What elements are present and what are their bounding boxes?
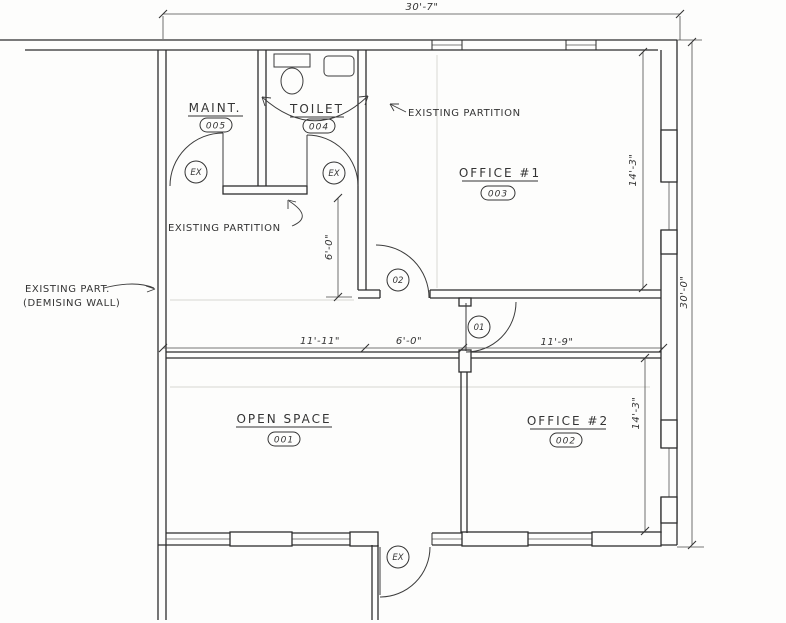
door-01-swing <box>465 301 517 353</box>
dim-office1-depth: 14'-3" <box>628 153 639 186</box>
dim-overall-depth: 30'-0" <box>679 275 690 308</box>
room-label-open-space: OPEN SPACE 001 <box>236 412 332 447</box>
room-label-office1: OFFICE #1 003 <box>459 166 541 201</box>
annotation-partition-top: EXISTING PARTITION <box>408 108 521 119</box>
door-tag-ex-toilet: EX <box>328 169 339 179</box>
annotation-demising-line2: (DEMISING WALL) <box>23 298 120 309</box>
door-tag-02: 02 <box>393 276 404 286</box>
room-tag-002: 002 <box>556 437 576 447</box>
svg-text:MAINT.: MAINT. <box>189 101 242 115</box>
dim-open-space-width: 11'-11" <box>300 336 340 347</box>
demising-leader <box>103 283 155 289</box>
construction-lines <box>170 55 650 388</box>
door-tag-ex-exterior: EX <box>392 553 403 563</box>
svg-text:OFFICE #1: OFFICE #1 <box>459 166 541 180</box>
interior-partitions <box>166 50 661 533</box>
dim-overall-width: 30'-7" <box>405 2 438 13</box>
dimension-lines <box>158 9 704 550</box>
room-label-toilet: TOILET 004 <box>289 102 344 134</box>
door-swings <box>169 132 517 598</box>
door-tag-01: 01 <box>474 323 485 333</box>
annotation-demising-line1: EXISTING PART. <box>25 284 110 295</box>
toilet-door-swing <box>306 134 359 187</box>
room-label-office2: OFFICE #2 002 <box>527 414 609 448</box>
room-tag-005: 005 <box>206 122 226 132</box>
dim-office2-width: 11'-9" <box>540 337 573 348</box>
exterior-door-swing <box>379 546 431 598</box>
room-label-maint: MAINT. 005 <box>188 101 243 133</box>
exterior-walls <box>0 39 678 620</box>
wc-tank <box>273 53 311 68</box>
windows <box>166 44 670 540</box>
dim-corridor-width: 6'-0" <box>396 336 422 347</box>
partition-mid-leader <box>288 200 303 227</box>
svg-text:OPEN SPACE: OPEN SPACE <box>236 412 331 426</box>
dimension-labels: 30'-7" 11'-11" 6'-0" 11'-9" 6'-0" 14'-3"… <box>300 2 690 430</box>
partition-arc-leader <box>261 95 369 122</box>
annotation-labels: EXISTING PARTITION EXISTING PARTITION EX… <box>23 108 521 309</box>
dim-office2-depth: 14'-3" <box>631 396 642 429</box>
room-tag-004: 004 <box>309 123 329 133</box>
room-labels: MAINT. 005 TOILET 004 OFFICE #1 003 OPEN… <box>188 101 609 448</box>
maint-door-swing <box>169 132 224 187</box>
window-jambs <box>229 40 677 545</box>
svg-text:OFFICE #2: OFFICE #2 <box>527 414 609 428</box>
toilet-fixtures <box>273 53 355 95</box>
door-tag-ex-maint: EX <box>190 168 201 178</box>
annotation-leaders <box>103 95 407 293</box>
room-tag-003: 003 <box>488 190 508 200</box>
door-tags: EX EX 02 01 EX <box>184 160 491 569</box>
svg-text:TOILET: TOILET <box>289 102 344 116</box>
sink <box>323 55 355 77</box>
wc-bowl <box>280 67 304 95</box>
annotation-partition-mid: EXISTING PARTITION <box>168 223 281 234</box>
door-02-swing <box>375 244 430 299</box>
room-tag-001: 001 <box>274 436 294 446</box>
dim-vestibule-height: 6'-0" <box>324 234 335 260</box>
